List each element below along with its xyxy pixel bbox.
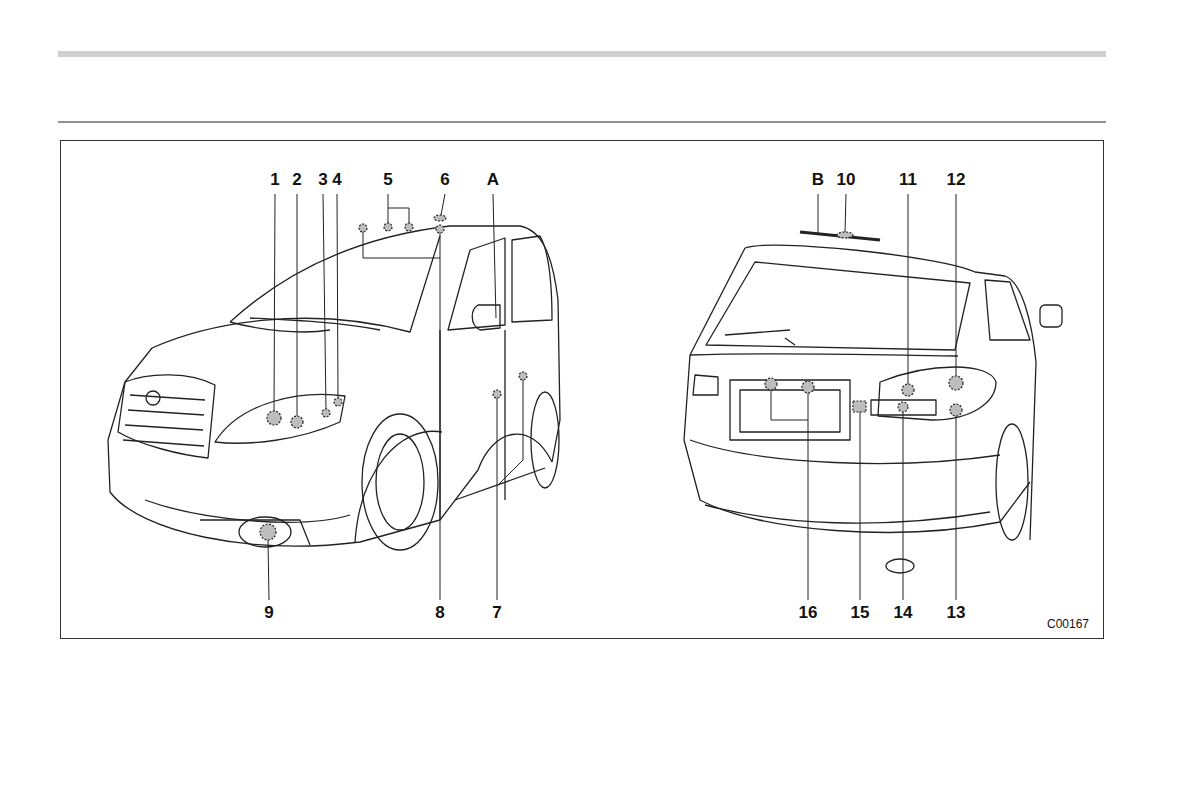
leader-lines	[268, 194, 956, 600]
callout-number: 1	[269, 170, 280, 190]
callout-number: 10	[836, 170, 857, 190]
callout-number: 15	[850, 603, 871, 623]
figure-code: C00167	[1046, 617, 1090, 631]
callout-number: 11	[898, 170, 918, 190]
callout-number: 4	[331, 170, 342, 190]
callout-number: 3	[317, 170, 328, 190]
rule	[58, 122, 1106, 123]
callout-number: B	[811, 170, 825, 190]
callout-number: 2	[291, 170, 302, 190]
callout-number: 9	[263, 603, 274, 623]
callout-number: 12	[946, 170, 967, 190]
callout-number: 16	[798, 603, 819, 623]
bulb-markers	[260, 215, 963, 540]
callout-number: 5	[382, 170, 393, 190]
frame	[61, 141, 1104, 639]
callout-number: 13	[946, 603, 967, 623]
callout-number: 7	[491, 603, 502, 623]
callout-number: 14	[893, 603, 914, 623]
callout-number: 6	[439, 170, 450, 190]
callout-number: A	[486, 170, 500, 190]
front-car	[108, 226, 560, 550]
header-bar	[58, 51, 1106, 57]
rear-car	[684, 232, 1062, 573]
callout-number: 8	[434, 603, 445, 623]
